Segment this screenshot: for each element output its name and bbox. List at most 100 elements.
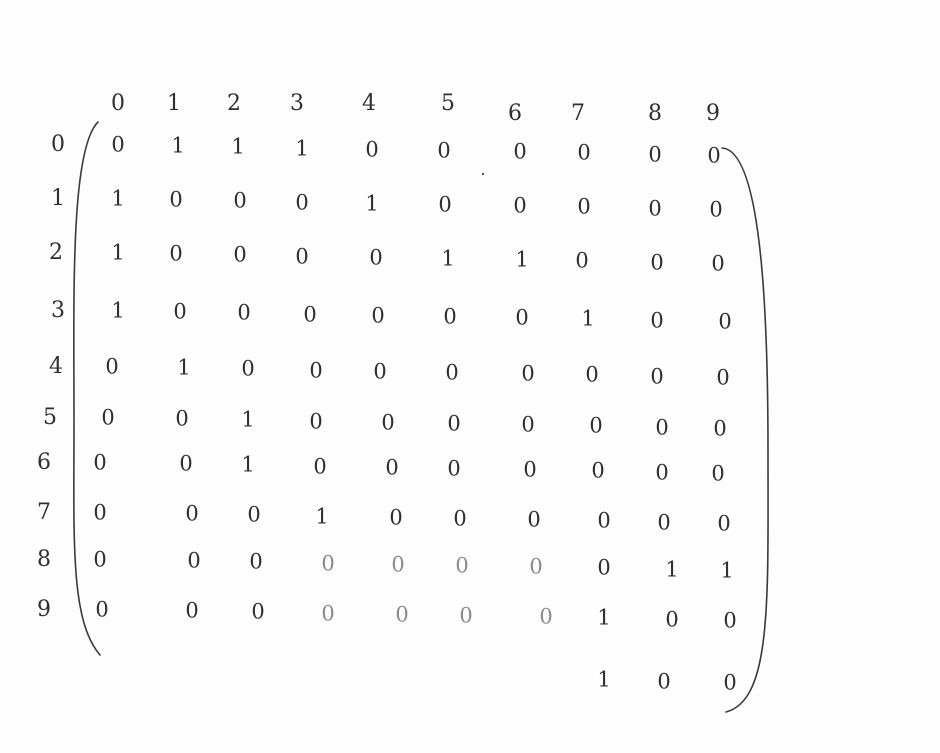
matrix-cell-r1-c9: 0	[709, 197, 723, 222]
row-label-5: 5	[43, 405, 57, 430]
matrix-cell-r4-c2: 0	[241, 356, 255, 381]
matrix-cell-r4-c8: 0	[650, 364, 664, 389]
matrix-cell-r5-c8: 0	[655, 415, 669, 440]
matrix-cell-r2-c9: 0	[711, 251, 725, 276]
matrix-cell-r8-c5: 0	[455, 553, 469, 578]
matrix-cell-r8-c4: 0	[391, 552, 405, 577]
matrix-cell-r3-c5: 0	[443, 304, 457, 329]
matrix-cell-r1-c7: 0	[577, 194, 591, 219]
matrix-cell-r0-c6: 0	[513, 139, 527, 164]
row-label-9: 9	[37, 597, 51, 622]
column-label-3: 3	[290, 91, 304, 116]
column-label-5: 5	[441, 91, 455, 116]
right-bracket	[721, 147, 769, 713]
matrix-cell-r7-c4: 0	[389, 505, 403, 530]
column-label-6: 6	[508, 101, 522, 126]
matrix-cell-r3-c7: 1	[581, 306, 595, 331]
matrix-cell-r9-c1: 0	[185, 598, 199, 623]
matrix-cell-r7-c6: 0	[527, 507, 541, 532]
matrix-cell-r0-c7: 0	[577, 140, 591, 165]
matrix-cell-r6-c1: 0	[179, 451, 193, 476]
matrix-cell-r7-c7: 0	[597, 508, 611, 533]
matrix-cell-r4-c5: 0	[445, 360, 459, 385]
matrix-cell-r1-c8: 0	[648, 196, 662, 221]
matrix-cell-r7-c9: 0	[717, 511, 731, 536]
matrix-cell-r6-c9: 0	[711, 461, 725, 486]
row-label-7: 7	[37, 500, 51, 525]
matrix-cell-r9-c3: 0	[321, 601, 335, 626]
column-label-7: 7	[571, 101, 585, 126]
matrix-cell-r3-c3: 0	[303, 302, 317, 327]
matrix-cell-r8-c1: 0	[187, 548, 201, 573]
matrix-cell-r10-c7: 1	[597, 667, 611, 692]
matrix-cell-r3-c0: 1	[111, 298, 125, 323]
matrix-cell-r8-c3: 0	[321, 551, 335, 576]
column-label-1: 1	[167, 91, 181, 116]
matrix-cell-r2-c7: 0	[575, 248, 589, 273]
matrix-cell-r2-c6: 1	[515, 247, 529, 272]
matrix-cell-r0-c8: 0	[648, 142, 662, 167]
matrix-cell-r7-c0: 0	[93, 500, 107, 525]
matrix-cell-r2-c1: 0	[169, 241, 183, 266]
matrix-cell-r9-c6: 0	[539, 604, 553, 629]
matrix-cell-r5-c2: 1	[241, 407, 255, 432]
matrix-cell-r8-c6: 0	[529, 554, 543, 579]
matrix-cell-r1-c3: 0	[295, 190, 309, 215]
matrix-cell-r4-c3: 0	[309, 358, 323, 383]
matrix-cell-r1-c0: 1	[111, 186, 125, 211]
matrix-cell-r6-c4: 0	[385, 455, 399, 480]
matrix-cell-r6-c3: 0	[313, 454, 327, 479]
matrix-cell-r8-c9: 1	[720, 558, 734, 583]
matrix-cell-r5-c0: 0	[101, 405, 115, 430]
matrix-cell-r2-c5: 1	[441, 246, 455, 271]
matrix-cell-r2-c0: 1	[111, 240, 125, 265]
matrix-cell-r9-c4: 0	[395, 602, 409, 627]
matrix-cell-r0-c4: 0	[365, 137, 379, 162]
matrix-cell-r5-c3: 0	[309, 409, 323, 434]
matrix-cell-r4-c6: 0	[521, 361, 535, 386]
matrix-cell-r0-c1: 1	[171, 133, 185, 158]
row-label-3: 3	[51, 298, 65, 323]
matrix-cell-r1-c1: 0	[169, 187, 183, 212]
matrix-cell-r4-c1: 1	[177, 355, 191, 380]
matrix-cell-r0-c5: 0	[437, 138, 451, 163]
matrix-cell-r7-c3: 1	[315, 504, 329, 529]
row-label-4: 4	[49, 354, 63, 379]
matrix-cell-r4-c0: 0	[105, 354, 119, 379]
row-label-1: 1	[51, 186, 65, 211]
matrix-cell-r3-c4: 0	[371, 303, 385, 328]
row-label-0: 0	[51, 132, 65, 157]
matrix-cell-r5-c1: 0	[175, 406, 189, 431]
matrix-cell-r6-c5: 0	[447, 456, 461, 481]
row-label-2: 2	[49, 240, 63, 265]
matrix-cell-r2-c3: 0	[295, 244, 309, 269]
matrix-cell-r2-c8: 0	[650, 250, 664, 275]
column-label-8: 8	[648, 101, 662, 126]
matrix-cell-r10-c9: 0	[723, 670, 737, 695]
matrix-cell-r8-c2: 0	[249, 549, 263, 574]
matrix-cell-r8-c7: 0	[597, 555, 611, 580]
matrix-cell-r1-c4: 1	[365, 191, 379, 216]
matrix-cell-r0-c2: 1	[231, 134, 245, 159]
matrix-cell-r9-c2: 0	[251, 599, 265, 624]
matrix-cell-r8-c8: 1	[665, 557, 679, 582]
matrix-cell-r3-c9: 0	[718, 309, 732, 334]
column-label-0: 0	[111, 91, 125, 116]
matrix-cell-r4-c4: 0	[373, 359, 387, 384]
matrix-cell-r3-c6: 0	[515, 305, 529, 330]
matrix-cell-r5-c4: 0	[381, 410, 395, 435]
matrix-cell-r7-c1: 0	[185, 501, 199, 526]
matrix-cell-r0-c0: 0	[111, 132, 125, 157]
left-bracket	[73, 121, 101, 656]
matrix-cell-r3-c1: 0	[173, 299, 187, 324]
row-label-6: 6	[37, 450, 51, 475]
matrix-cell-r6-c7: 0	[591, 458, 605, 483]
matrix-cell-r1-c2: 0	[233, 188, 247, 213]
matrix-cell-r2-c2: 0	[233, 242, 247, 267]
matrix-cell-r2-c4: 0	[369, 245, 383, 270]
matrix-cell-r6-c2: 1	[241, 452, 255, 477]
matrix-cell-r7-c5: 0	[453, 506, 467, 531]
matrix-cell-r3-c8: 0	[650, 308, 664, 333]
matrix-cell-r9-c5: 0	[459, 603, 473, 628]
